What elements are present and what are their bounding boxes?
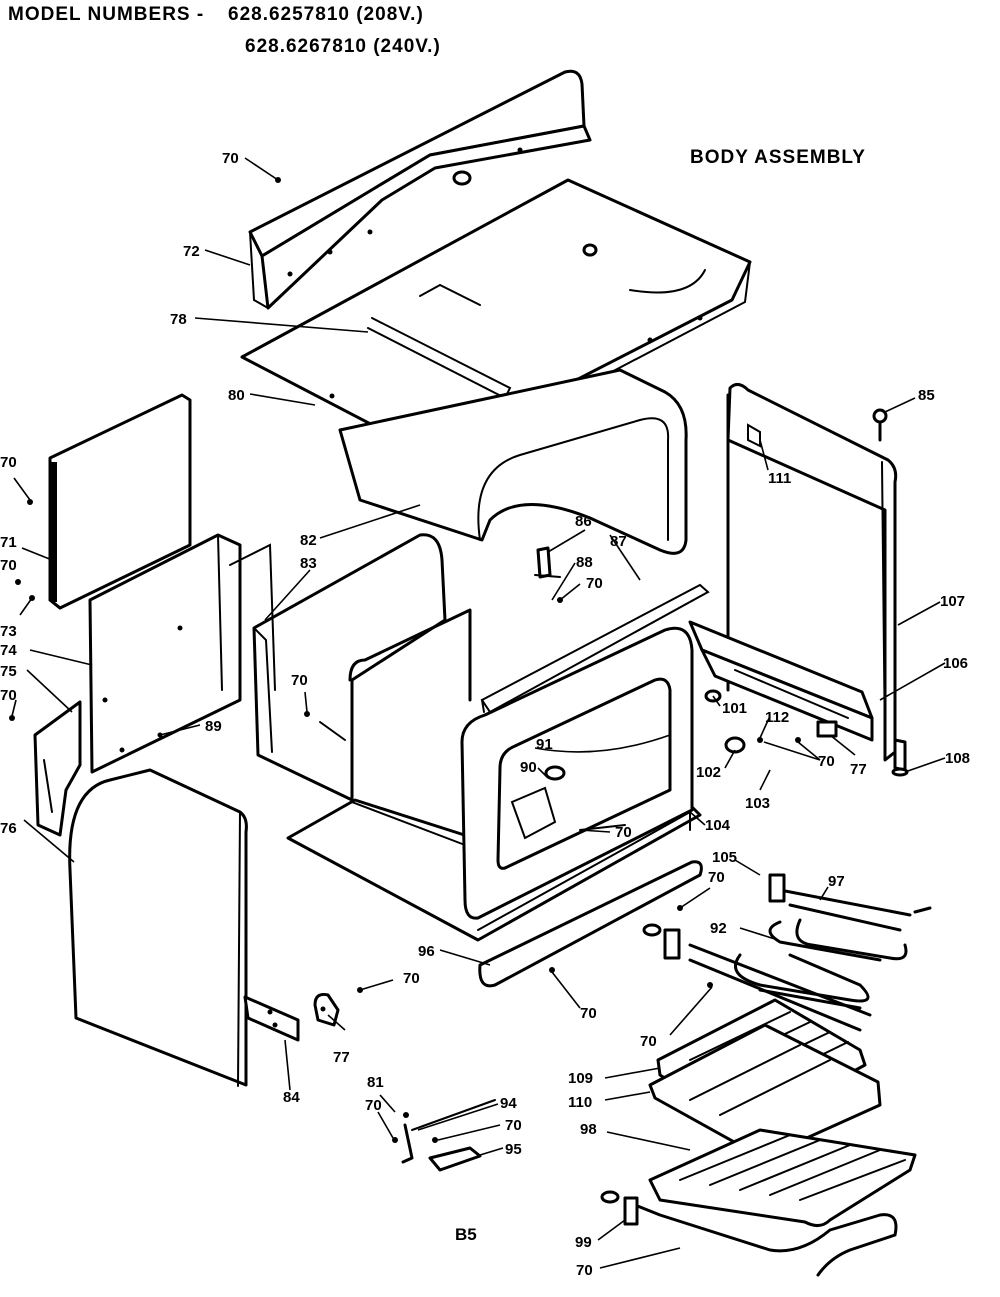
- callout-70: 70: [576, 1262, 593, 1279]
- callout-77: 77: [333, 1049, 350, 1066]
- callout-70: 70: [640, 1033, 657, 1050]
- diagram-title: BODY ASSEMBLY: [690, 147, 866, 168]
- callout-88: 88: [576, 554, 593, 571]
- callout-92: 92: [710, 920, 727, 937]
- callout-108: 108: [945, 750, 970, 767]
- callout-112: 112: [765, 709, 789, 726]
- callout-89: 89: [205, 718, 222, 735]
- callout-71: 71: [0, 534, 17, 551]
- callout-86: 86: [575, 513, 592, 530]
- callout-96: 96: [418, 943, 435, 960]
- callout-73: 73: [0, 623, 17, 640]
- callout-98: 98: [580, 1121, 597, 1138]
- callout-77: 77: [850, 761, 867, 778]
- callout-70: 70: [0, 557, 17, 574]
- callout-81: 81: [367, 1074, 384, 1091]
- page-number: B5: [455, 1225, 477, 1244]
- callout-70: 70: [0, 454, 17, 471]
- oven-liner-part: [338, 368, 688, 555]
- callout-80: 80: [228, 387, 245, 404]
- callout-70: 70: [580, 1005, 597, 1022]
- callout-111: 111: [768, 470, 791, 487]
- callout-99: 99: [575, 1234, 592, 1251]
- callout-103: 103: [745, 795, 770, 812]
- callout-102: 102: [696, 764, 721, 781]
- callout-70: 70: [365, 1097, 382, 1114]
- callout-84: 84: [283, 1089, 300, 1106]
- model-number-2: 628.6267810 (240V.): [245, 36, 441, 57]
- callout-70: 70: [615, 824, 632, 841]
- callout-94: 94: [500, 1095, 517, 1112]
- callout-85: 85: [918, 387, 935, 404]
- callout-110: 110: [568, 1094, 592, 1111]
- small-hardware: [9, 177, 909, 1143]
- callout-70: 70: [586, 575, 603, 592]
- callout-97: 97: [828, 873, 845, 890]
- callout-70: 70: [505, 1117, 522, 1134]
- leader-lines: [11, 157, 946, 1269]
- oven-front-frame: [460, 583, 710, 920]
- callout-83: 83: [300, 555, 317, 572]
- model-number-1: 628.6257810 (208V.): [228, 4, 424, 25]
- callout-70: 70: [222, 150, 239, 167]
- heating-elements: [642, 873, 932, 1032]
- callout-labels: 70 72 78 80 70 71 70 73 74 75 70 76 82 8…: [0, 150, 970, 1279]
- callout-104: 104: [705, 817, 731, 834]
- callout-101: 101: [722, 700, 747, 717]
- callout-90: 90: [520, 759, 537, 776]
- bracket-and-block: [401, 1099, 496, 1172]
- outer-side-panel: [68, 768, 248, 1087]
- callout-109: 109: [568, 1070, 593, 1087]
- control-panel-part: [688, 620, 874, 754]
- broil-pans: [600, 998, 917, 1277]
- bottom-rails: [477, 810, 703, 988]
- callout-106: 106: [943, 655, 968, 672]
- callout-78: 78: [170, 311, 187, 328]
- callout-75: 75: [0, 663, 17, 680]
- callout-70: 70: [291, 672, 308, 689]
- model-numbers-label: MODEL NUMBERS -: [8, 4, 204, 25]
- callout-70: 70: [403, 970, 420, 987]
- callout-91: 91: [536, 736, 553, 753]
- hinge-brackets: [243, 993, 340, 1042]
- callout-72: 72: [183, 243, 200, 260]
- callout-87: 87: [610, 533, 627, 550]
- callout-105: 105: [712, 849, 737, 866]
- callout-76: 76: [0, 820, 17, 837]
- callout-74: 74: [0, 642, 17, 659]
- callout-107: 107: [940, 593, 965, 610]
- left-side-panels: [33, 393, 242, 837]
- callout-70: 70: [708, 869, 725, 886]
- callout-82: 82: [300, 532, 317, 549]
- callout-70: 70: [818, 753, 835, 770]
- back-guard-part: [248, 69, 592, 310]
- callout-95: 95: [505, 1141, 522, 1158]
- callout-70: 70: [0, 687, 17, 704]
